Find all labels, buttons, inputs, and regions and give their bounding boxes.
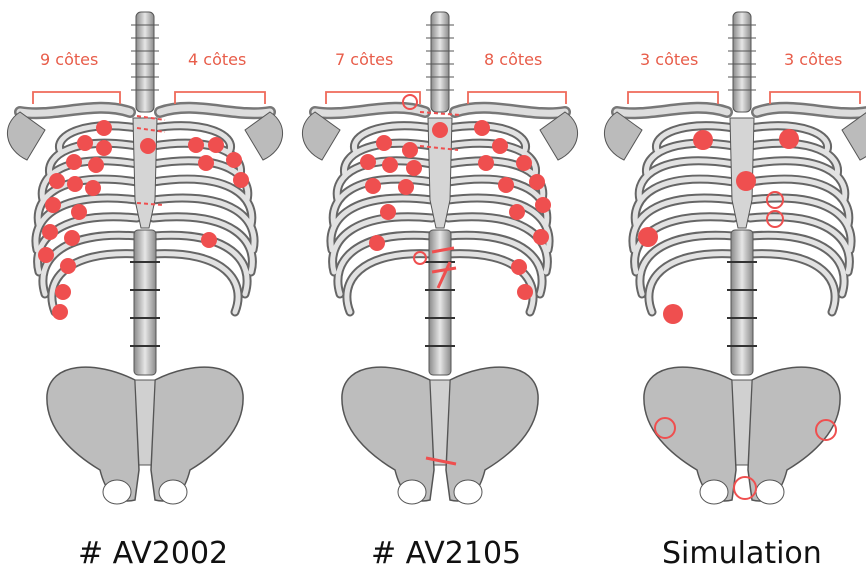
fracture-marker: [208, 137, 224, 153]
fracture-marker: [398, 179, 414, 195]
rib-count-left-simulation: 3 côtes: [640, 50, 698, 69]
fracture-marker: [52, 304, 68, 320]
fracture-marker: [360, 154, 376, 170]
caption-simulation: Simulation: [662, 536, 822, 571]
fracture-marker: [498, 177, 514, 193]
fracture-marker: [380, 204, 396, 220]
fracture-marker: [382, 157, 398, 173]
rib-count-right-av2105: 8 côtes: [484, 50, 542, 69]
fracture-marker: [638, 227, 658, 247]
fracture-marker: [42, 224, 58, 240]
fracture-marker: [402, 142, 418, 158]
fracture-marker: [365, 178, 381, 194]
fracture-marker: [779, 129, 799, 149]
fracture-marker: [55, 284, 71, 300]
fracture-marker: [474, 120, 490, 136]
fracture-marker: [140, 138, 156, 154]
fracture-marker: [85, 180, 101, 196]
fracture-marker: [517, 284, 533, 300]
fracture-marker: [96, 120, 112, 136]
fracture-marker: [71, 204, 87, 220]
caption-av2002: # AV2002: [78, 536, 228, 571]
fracture-marker: [198, 155, 214, 171]
fracture-marker: [67, 176, 83, 192]
fracture-marker: [516, 155, 532, 171]
fracture-marker: [96, 140, 112, 156]
fracture-marker: [663, 304, 683, 324]
fracture-marker: [511, 259, 527, 275]
fracture-marker: [88, 157, 104, 173]
caption-av2105: # AV2105: [371, 536, 521, 571]
fracture-marker: [432, 122, 448, 138]
skeleton-av2105: [302, 12, 577, 504]
fracture-marker: [38, 247, 54, 263]
fracture-marker: [77, 135, 93, 151]
fracture-marker: [64, 230, 80, 246]
fracture-marker: [201, 232, 217, 248]
fracture-marker: [66, 154, 82, 170]
fracture-marker: [529, 174, 545, 190]
fracture-marker: [60, 258, 76, 274]
rib-count-right-av2002: 4 côtes: [188, 50, 246, 69]
fracture-marker: [45, 197, 61, 213]
fracture-marker: [478, 155, 494, 171]
fracture-marker: [535, 197, 551, 213]
rib-count-left-av2002: 9 côtes: [40, 50, 98, 69]
fracture-marker: [736, 171, 756, 191]
fracture-marker: [406, 160, 422, 176]
fracture-marker: [376, 135, 392, 151]
fracture-marker: [49, 173, 65, 189]
skeleton-simulation: [604, 12, 866, 504]
fracture-marker: [369, 235, 385, 251]
fracture-marker: [693, 130, 713, 150]
rib-count-right-simulation: 3 côtes: [784, 50, 842, 69]
fracture-marker: [509, 204, 525, 220]
fracture-marker: [226, 152, 242, 168]
fracture-marker: [188, 137, 204, 153]
fracture-marker: [533, 229, 549, 245]
fracture-marker: [492, 138, 508, 154]
rib-count-left-av2105: 7 côtes: [335, 50, 393, 69]
fracture-marker: [233, 172, 249, 188]
